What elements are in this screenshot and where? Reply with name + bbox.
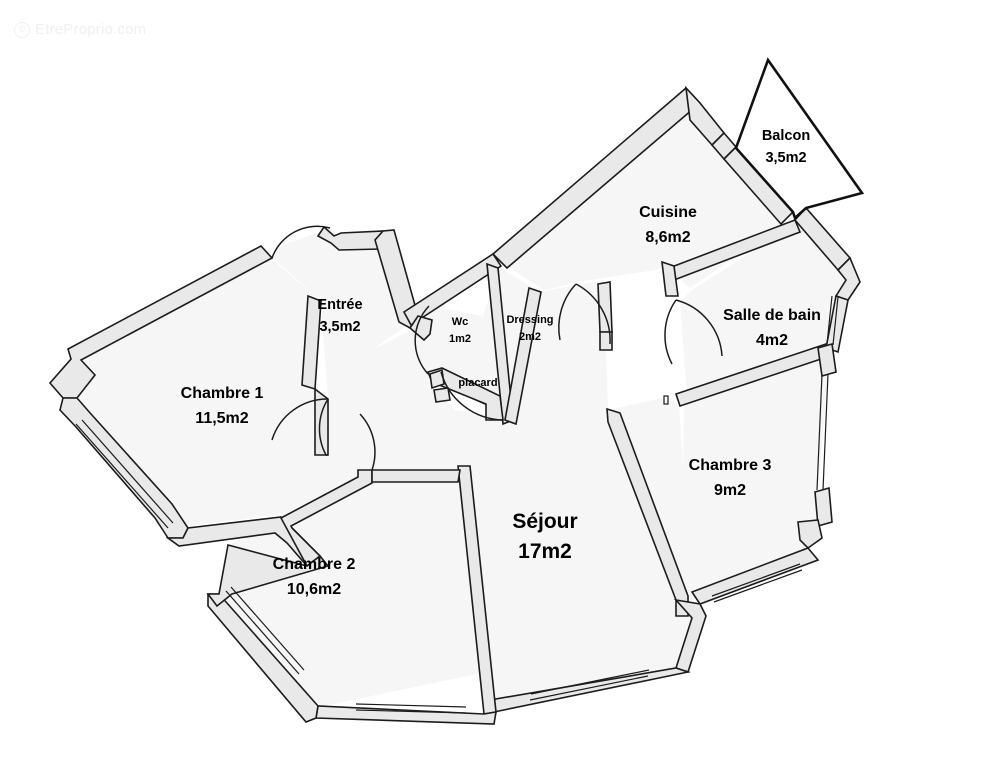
room-label-wc: Wc 1m2 bbox=[449, 316, 471, 345]
room-name-chambre3: Chambre 3 bbox=[689, 457, 772, 474]
room-name-cuisine: Cuisine bbox=[639, 204, 697, 221]
room-name-wc: Wc bbox=[452, 316, 469, 328]
room-area-sejour bbox=[372, 280, 693, 712]
door-arc-entree-front bbox=[271, 225, 331, 259]
balcony-outline bbox=[734, 57, 865, 221]
wall-chambre3-right-mid bbox=[814, 486, 833, 528]
room-area-salledebain-text: 4m2 bbox=[756, 332, 788, 349]
door-arc-salledebain bbox=[675, 299, 723, 357]
room-area-chambre3 bbox=[682, 352, 828, 598]
window-chambre1 bbox=[75, 419, 174, 529]
door-arc-salledebain-leaf bbox=[664, 299, 677, 365]
room-area-wc-text: 1m2 bbox=[449, 333, 471, 345]
room-area-chambre1-text: 11,5m2 bbox=[195, 410, 248, 427]
room-label-cuisine: Cuisine 8,6m2 bbox=[639, 204, 697, 246]
room-name-salledebain: Salle de bain bbox=[723, 307, 821, 324]
closet-placard bbox=[426, 367, 504, 421]
room-label-salledebain: Salle de bain 4m2 bbox=[723, 307, 821, 349]
room-labels: Chambre 1 11,5m2 Chambre 2 10,6m2 Chambr… bbox=[181, 128, 821, 598]
room-name-placard: placard bbox=[458, 377, 497, 389]
room-fills bbox=[77, 97, 850, 712]
room-label-chambre1: Chambre 1 11,5m2 bbox=[181, 385, 264, 427]
window-chambre2-left bbox=[225, 586, 305, 675]
room-area-entree bbox=[271, 228, 413, 425]
wall-chambre1-right-upper bbox=[301, 294, 322, 391]
door-arc-cuisine-leaf bbox=[558, 283, 577, 341]
wall-hall-center-left bbox=[408, 315, 433, 342]
room-area-balcon-text: 3,5m2 bbox=[765, 150, 806, 166]
wall-chambre3-corner-se bbox=[797, 519, 823, 550]
room-label-entree: Entrée 3,5m2 bbox=[317, 297, 362, 335]
room-area-sejour-text: 17m2 bbox=[518, 540, 572, 563]
room-area-cuisine-text: 8,6m2 bbox=[645, 229, 690, 246]
wall-chambre2-bottom bbox=[315, 705, 497, 725]
door-arc-placard bbox=[440, 371, 504, 421]
wall-dressing-stub-lower bbox=[599, 331, 613, 351]
wall-chambre3-right-upper bbox=[817, 342, 837, 378]
door-arc-chambre2 bbox=[359, 413, 376, 471]
room-name-balcon: Balcon bbox=[762, 128, 810, 144]
placard-nib-1 bbox=[429, 368, 445, 390]
window-sejour-bottom bbox=[529, 669, 650, 701]
door-arc-cuisine bbox=[575, 283, 611, 345]
window-chambre3-bottom bbox=[711, 563, 803, 603]
room-label-chambre2: Chambre 2 10,6m2 bbox=[273, 556, 356, 598]
door-arc-chambre1 bbox=[318, 398, 329, 456]
door-nib-salledebain bbox=[663, 395, 669, 405]
room-area-entree-text: 3,5m2 bbox=[319, 319, 360, 335]
wall-dressing-right bbox=[504, 286, 542, 426]
door-arc-chambre1-leaf bbox=[271, 398, 329, 441]
room-name-chambre2: Chambre 2 bbox=[273, 556, 356, 573]
wall-cuisine-stub bbox=[661, 260, 679, 297]
door-arc-wc bbox=[414, 305, 430, 375]
room-label-sejour: Séjour 17m2 bbox=[512, 510, 577, 563]
room-label-chambre3: Chambre 3 9m2 bbox=[689, 457, 772, 499]
room-name-sejour: Séjour bbox=[512, 510, 577, 533]
room-area-chambre3-text: 9m2 bbox=[714, 482, 746, 499]
room-name-chambre1: Chambre 1 bbox=[181, 385, 264, 402]
window-salledebain-right bbox=[826, 295, 839, 346]
window-chambre2-bottom bbox=[355, 703, 467, 714]
room-name-entree: Entrée bbox=[317, 297, 362, 313]
room-label-placard: placard bbox=[458, 377, 497, 389]
window-chambre3-right bbox=[816, 373, 829, 491]
windows bbox=[75, 295, 839, 714]
wall-salledebain-right-lower bbox=[825, 294, 849, 354]
room-label-dressing: Dressing 2m2 bbox=[506, 314, 553, 343]
room-label-balcon: Balcon 3,5m2 bbox=[762, 128, 810, 166]
wall-chambre2-topleft bbox=[206, 544, 330, 608]
room-area-dressing-text: 2m2 bbox=[519, 331, 541, 343]
placard-nib-2 bbox=[433, 387, 451, 403]
wall-chambre3-left bbox=[606, 407, 689, 617]
room-name-dressing: Dressing bbox=[506, 314, 553, 326]
doors bbox=[271, 225, 723, 471]
room-area-chambre2-text: 10,6m2 bbox=[287, 581, 341, 598]
wall-chambre2-top bbox=[371, 469, 461, 483]
